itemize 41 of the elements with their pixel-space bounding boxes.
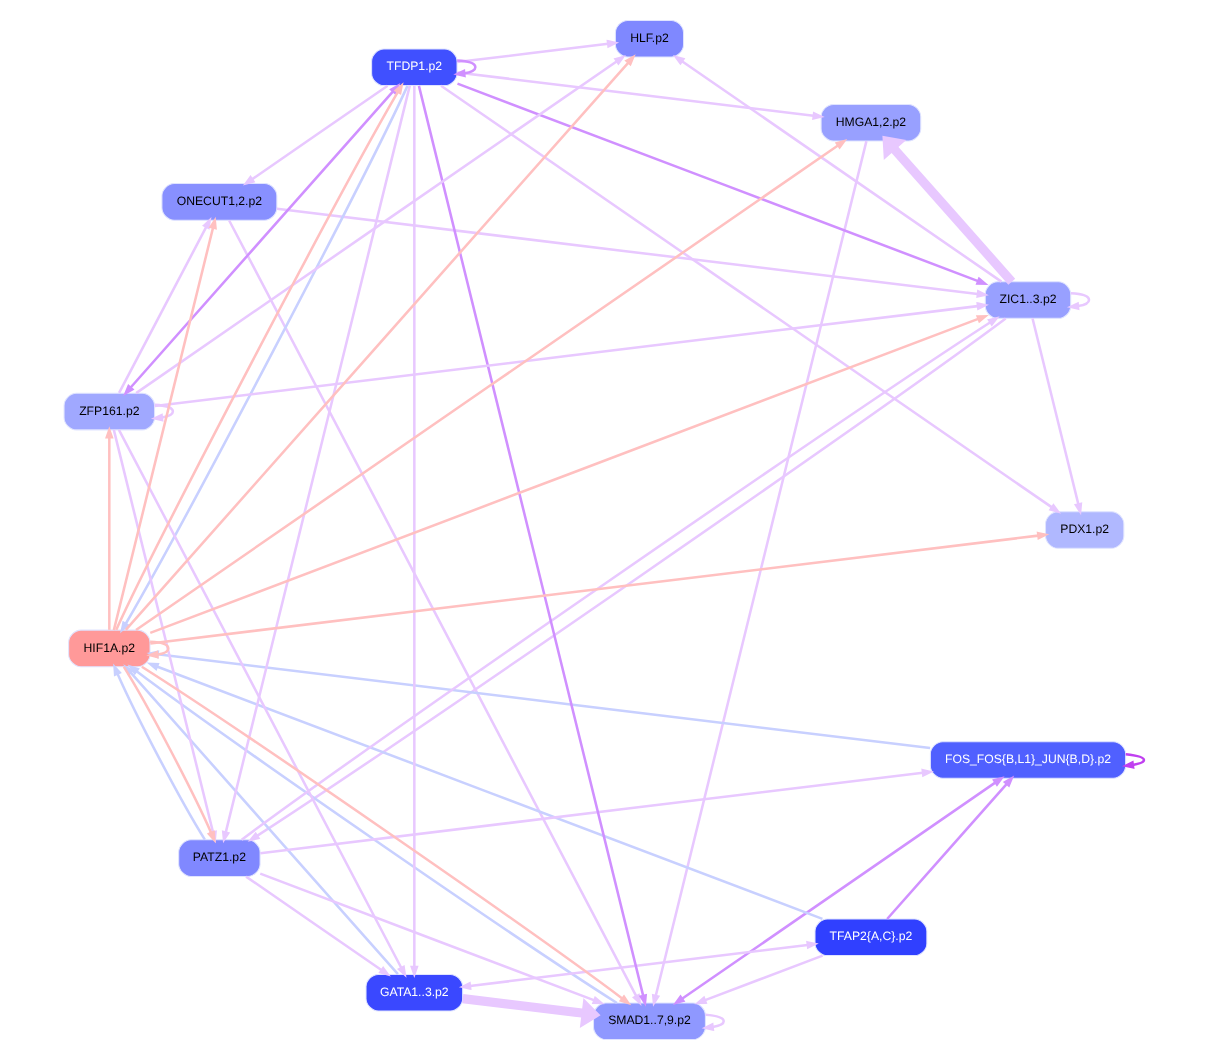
arrow <box>672 776 1005 1006</box>
arrow <box>276 207 989 299</box>
arrow <box>417 85 648 1007</box>
arrow <box>457 71 825 120</box>
arrow <box>149 314 989 635</box>
arrow <box>242 84 389 186</box>
arrow <box>154 302 989 408</box>
arrow <box>882 135 1016 285</box>
arrow <box>259 872 605 1005</box>
arrow <box>117 429 407 978</box>
arrow <box>1066 292 1091 311</box>
arrow <box>260 768 934 855</box>
arrow <box>245 875 391 977</box>
arrow <box>410 85 419 979</box>
arrow <box>117 217 212 394</box>
arrow <box>112 216 217 631</box>
arrow <box>221 85 412 844</box>
arrow <box>124 54 636 631</box>
arrow <box>651 140 868 1007</box>
arrow <box>458 940 819 991</box>
arrow <box>123 83 401 396</box>
arrow <box>1121 752 1146 769</box>
arrow <box>1031 318 1083 516</box>
arrow <box>886 775 1015 920</box>
arrow <box>440 84 1062 514</box>
arrow <box>694 954 824 1005</box>
arrow <box>146 640 170 659</box>
arrow <box>150 531 1050 645</box>
arrow <box>135 139 848 632</box>
arrow <box>105 426 114 630</box>
arrow <box>146 650 931 750</box>
arrow <box>453 59 477 78</box>
arrow <box>150 403 175 422</box>
arrow <box>672 54 1003 283</box>
arrow <box>146 662 823 921</box>
arrow <box>228 219 642 1007</box>
arrow <box>457 39 620 64</box>
arrow <box>701 1013 725 1032</box>
arrow <box>457 82 989 286</box>
arrow <box>462 994 601 1028</box>
arrow <box>135 54 626 395</box>
